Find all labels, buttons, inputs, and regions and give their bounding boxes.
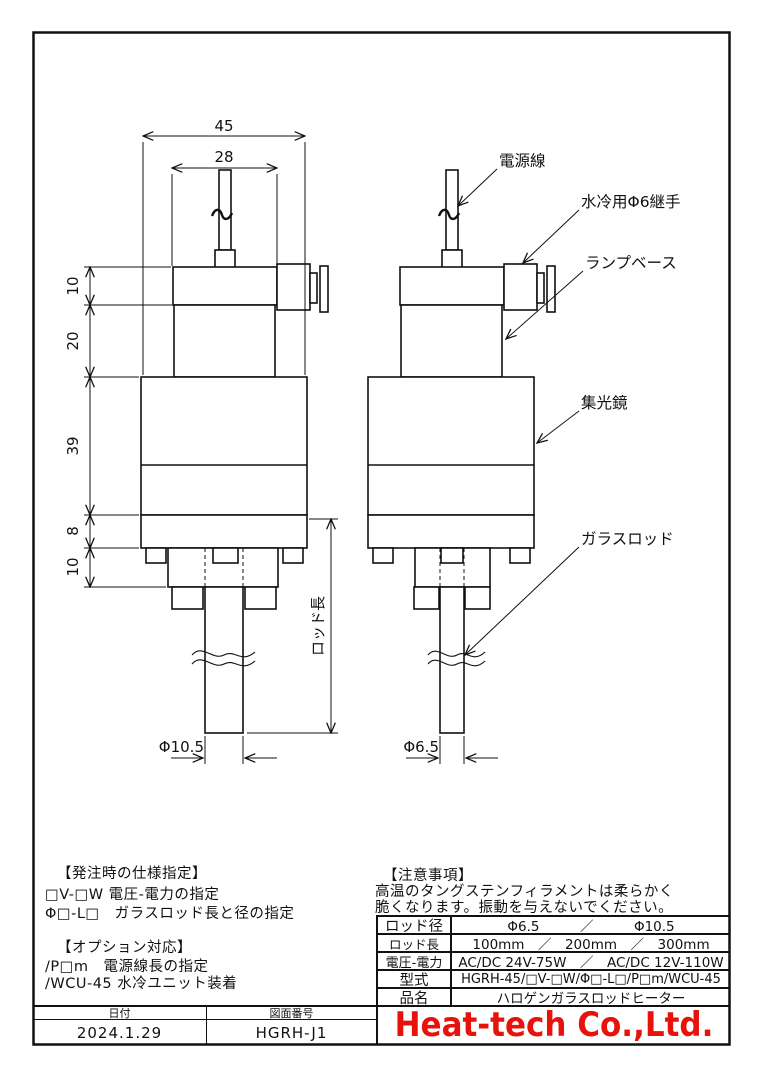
dim-rod-dia-left: Φ10.5 [159, 738, 204, 756]
logo-row: Heat-tech Co.,Ltd. [378, 1005, 730, 1045]
mirror-block [140, 376, 308, 516]
fitting-plate [536, 272, 545, 304]
foot-right [509, 547, 531, 564]
spec-note-title: 【発注時の仕様指定】 [57, 866, 207, 882]
table-row: ロッド径 Φ6.5 ／ Φ10.5 [378, 917, 730, 935]
spec-note-line1: □V-□W 電圧-電力の指定 [45, 887, 220, 903]
foot-left [372, 547, 394, 564]
row-label: 電圧-電力 [378, 953, 452, 969]
dim-h-lamp: 20 [64, 331, 82, 350]
caution-line2: 脆くなります。振動を与えないでください。 [375, 900, 674, 916]
table-row: ロッド長 100mm ／ 200mm ／ 300mm [378, 935, 730, 953]
side-view [367, 169, 556, 734]
rod-break-symbol [191, 650, 256, 667]
row-value: ハロゲンガラスロッドヒーター [496, 991, 686, 1005]
seal-right [244, 586, 277, 610]
row-label: 品名 [378, 989, 452, 1005]
fitting-end-plate [546, 265, 556, 313]
company-logo: Heat-tech Co.,Ltd. [394, 1005, 714, 1045]
glass-rod-shape [439, 586, 465, 734]
row-value: HGRH-45/□V-□W/Φ□-L□/P□m/WCU-45 [461, 971, 721, 987]
callout-condenser-mirror: 集光鏡 [581, 393, 628, 412]
drawing-number-value: HGRH-J1 [255, 1023, 328, 1042]
option-note-line1: /P□m 電源線長の指定 [45, 959, 209, 975]
spec-table: ロッド径 Φ6.5 ／ Φ10.5 ロッド長 100mm ／ 200mm ／ 3… [376, 915, 730, 1045]
callout-power-cord: 電源線 [499, 152, 546, 170]
callout-glass-rod: ガラスロッド [581, 530, 674, 548]
seal-right [464, 586, 491, 610]
row-value: Φ6.5 ／ Φ10.5 [507, 919, 675, 933]
side-view-dimensions [406, 736, 498, 764]
flange-block [367, 514, 535, 549]
water-fitting-block [503, 263, 538, 311]
power-cord-shape [218, 169, 232, 251]
front-view [140, 169, 329, 734]
table-row: 品名 ハロゲンガラスロッドヒーター [378, 989, 730, 1007]
table-row: 型式 HGRH-45/□V-□W/Φ□-L□/P□m/WCU-45 [378, 971, 730, 989]
row-label: ロッド長 [378, 935, 452, 951]
cord-break-symbol [210, 208, 234, 221]
seal-left [171, 586, 204, 610]
row-label: 型式 [378, 971, 452, 987]
caution-title: 【注意事項】 [383, 868, 473, 884]
dim-h-socket: 10 [64, 557, 82, 576]
drawing-frame [32, 31, 731, 1046]
dim-h-flange: 8 [64, 526, 82, 536]
row-value: 100mm ／ 200mm ／ 300mm [472, 937, 710, 951]
cord-bushing [214, 249, 236, 269]
table-row: 電圧-電力 AC/DC 24V-75W ／ AC/DC 12V-110W [378, 953, 730, 971]
socket-center-piece [440, 547, 464, 564]
dim-h-mirror: 39 [64, 436, 82, 455]
glass-rod-shape [204, 586, 244, 734]
housing-top-block [399, 266, 505, 306]
front-view-dimensions [84, 136, 338, 764]
cord-bushing [441, 249, 463, 269]
foot-left [145, 547, 167, 564]
callout-water-fitting: 水冷用Φ6継手 [581, 193, 681, 211]
lamp-base-block [173, 304, 276, 378]
option-note-line2: /WCU-45 水冷ユニット装着 [45, 976, 238, 992]
flange-block [140, 514, 308, 549]
power-cord-shape [445, 169, 459, 251]
lamp-base-block [400, 304, 503, 378]
callout-lamp-base: ランプベース [585, 254, 677, 272]
mirror-block [367, 376, 535, 516]
rod-break-symbol [427, 650, 486, 667]
fitting-end-plate [319, 265, 329, 313]
caution-line1: 高温のタングステンフィラメントは柔らかく [375, 884, 674, 900]
dim-top-width: 28 [214, 148, 233, 166]
dim-h-top: 10 [64, 276, 82, 295]
callout-leaders [458, 168, 584, 655]
drawing-number-label: 図面番号 [207, 1007, 376, 1020]
dim-rod-dia-right: Φ6.5 [403, 738, 439, 756]
title-block: 日付 図面番号 2024.1.29 HGRH-J1 [33, 1005, 376, 1045]
fitting-plate [309, 272, 318, 304]
housing-top-block [172, 266, 278, 306]
spec-note-line2: Φ□-L□ ガラスロッド長と径の指定 [45, 906, 295, 922]
seal-left [413, 586, 440, 610]
cord-break-symbol [437, 208, 461, 221]
row-value: AC/DC 24V-75W ／ AC/DC 12V-110W [458, 955, 724, 969]
date-value: 2024.1.29 [33, 1020, 207, 1045]
option-note-title: 【オプション対応】 [57, 940, 192, 956]
date-label: 日付 [33, 1007, 207, 1020]
foot-right [282, 547, 304, 564]
dim-overall-width: 45 [214, 117, 233, 135]
socket-center-piece [212, 547, 239, 564]
row-label: ロッド径 [378, 917, 452, 933]
dim-rod-length: ロッド長 [309, 596, 327, 656]
